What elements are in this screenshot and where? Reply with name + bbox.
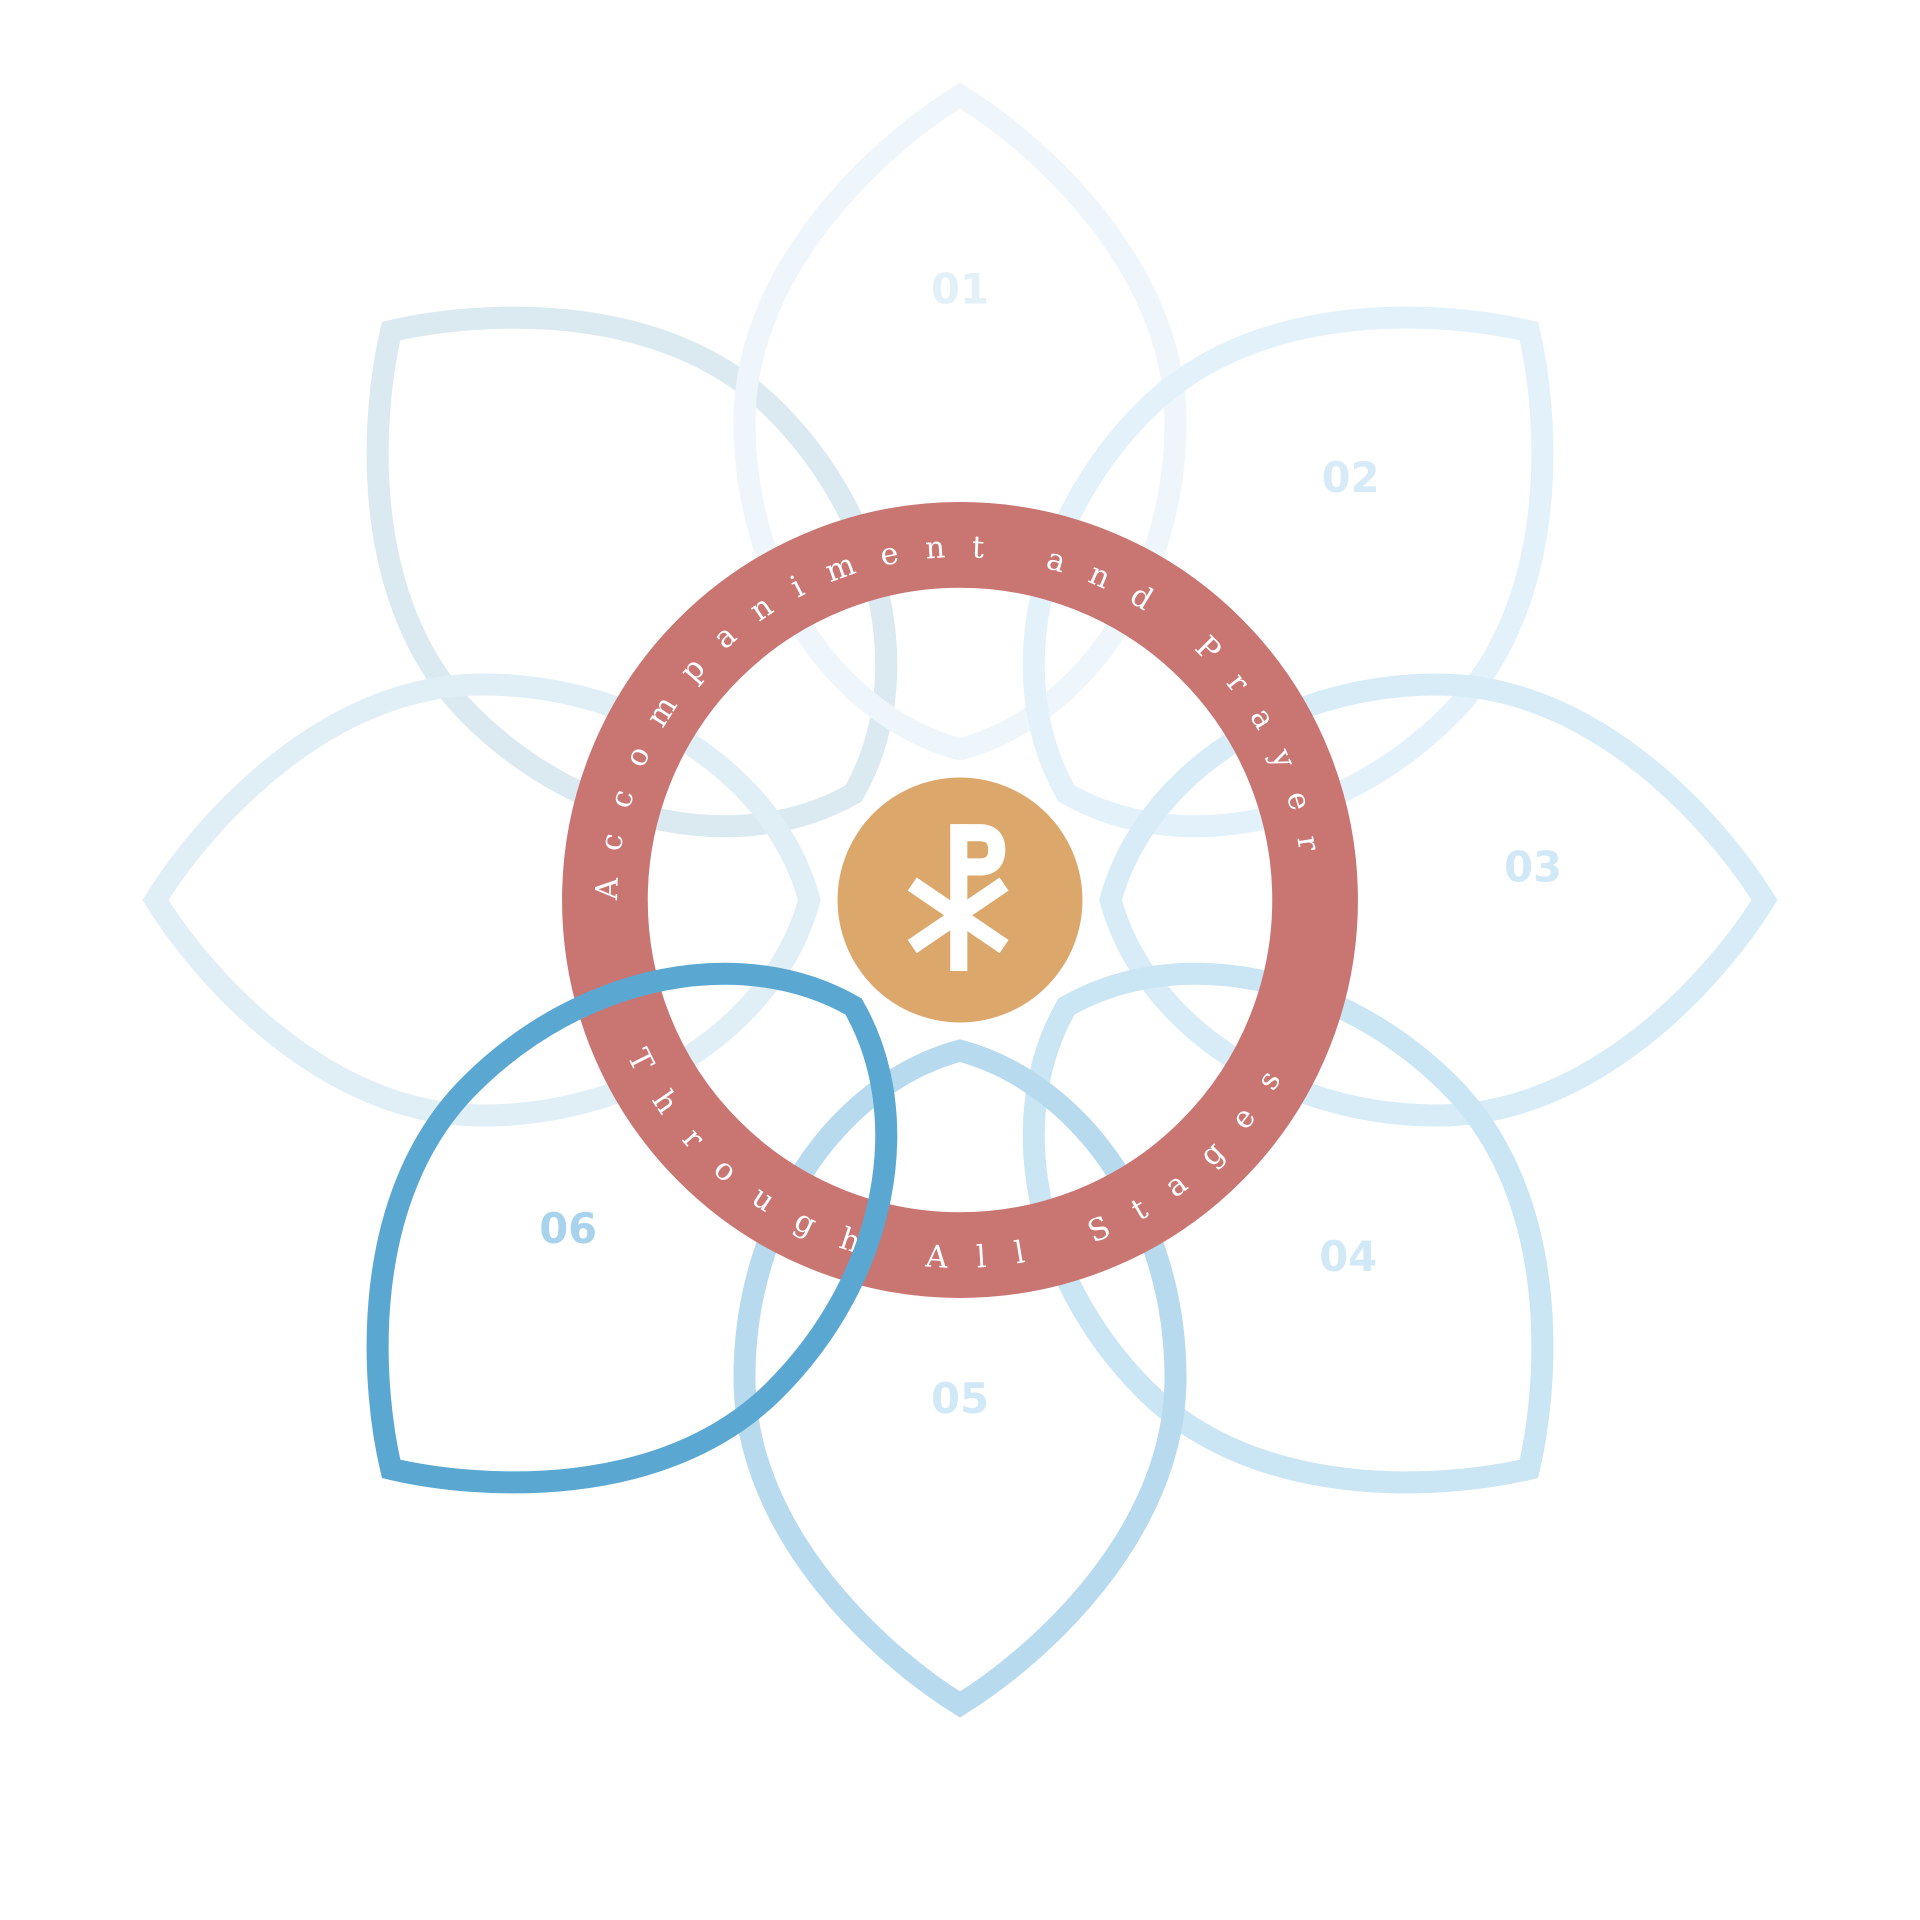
petal-03 — [1111, 684, 1765, 1115]
petal-01 — [744, 96, 1175, 750]
petal-label-05: 05 — [931, 1374, 989, 1423]
ring-band — [562, 502, 1358, 1298]
petal-label-02: 02 — [1322, 453, 1380, 502]
petal-left — [156, 684, 810, 1115]
petal-label-03: 03 — [1504, 843, 1562, 892]
petal-label-01: 01 — [931, 265, 989, 314]
chi-rho-icon — [837, 777, 1083, 1023]
petal-label-06: 06 — [539, 1204, 597, 1253]
petal-label-04: 04 — [1319, 1232, 1377, 1281]
